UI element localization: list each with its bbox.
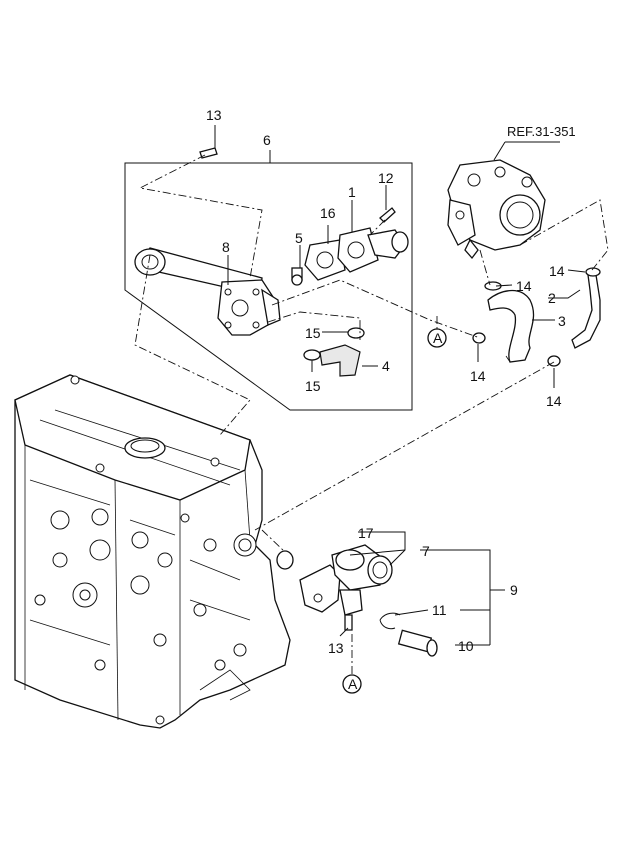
thermostat-housing-17 [299,544,393,616]
o-ring [276,550,294,570]
callout-17: 17 [358,525,374,541]
connection-lines [134,154,609,675]
clip-11 [379,612,401,630]
callout-16: 16 [320,205,336,221]
callout-14-a: 14 [516,278,532,294]
marker-a-bottom: A [348,676,358,692]
callout-14-d: 14 [546,393,562,409]
leader-lines [214,125,586,646]
coolant-pipe-8 [134,247,281,336]
water-outlet-1 [337,227,409,273]
callout-13-top: 13 [206,107,222,123]
callout-14-c: 14 [470,368,486,384]
hose-4 [319,344,361,377]
callout-1: 1 [348,184,356,200]
callout-3: 3 [558,313,566,329]
clip-15b [303,349,321,361]
reference-label: REF.31-351 [507,124,576,139]
callout-15-top: 15 [305,325,321,341]
clip-15a [347,327,365,339]
bolt-5 [291,267,303,286]
callout-13-bottom: 13 [328,640,344,656]
marker-a-top-circle [427,328,447,348]
callout-15-bottom: 15 [305,378,321,394]
callout-9: 9 [510,582,518,598]
clip-14b [585,267,601,277]
callout-12: 12 [378,170,394,186]
callout-6: 6 [263,132,271,148]
callout-14-b: 14 [549,263,565,279]
engine-block [14,374,291,729]
clip-14c [472,332,486,344]
throttle-body [447,159,546,260]
callout-2: 2 [548,290,556,306]
callout-4: 4 [382,358,390,374]
callout-8: 8 [222,239,230,255]
temp-sensor-10 [397,629,438,657]
marker-a-bottom-circle [342,674,362,694]
callout-7: 7 [422,543,430,559]
marker-a-top: A [433,330,443,346]
bolt-13-bottom [344,614,353,631]
callout-5: 5 [295,230,303,246]
hose-2 [571,274,601,349]
hose-3 [487,289,535,363]
callout-11: 11 [432,602,447,618]
bolt-12 [379,207,396,223]
assembly-box-outline [124,162,413,411]
callout-10: 10 [458,638,474,654]
